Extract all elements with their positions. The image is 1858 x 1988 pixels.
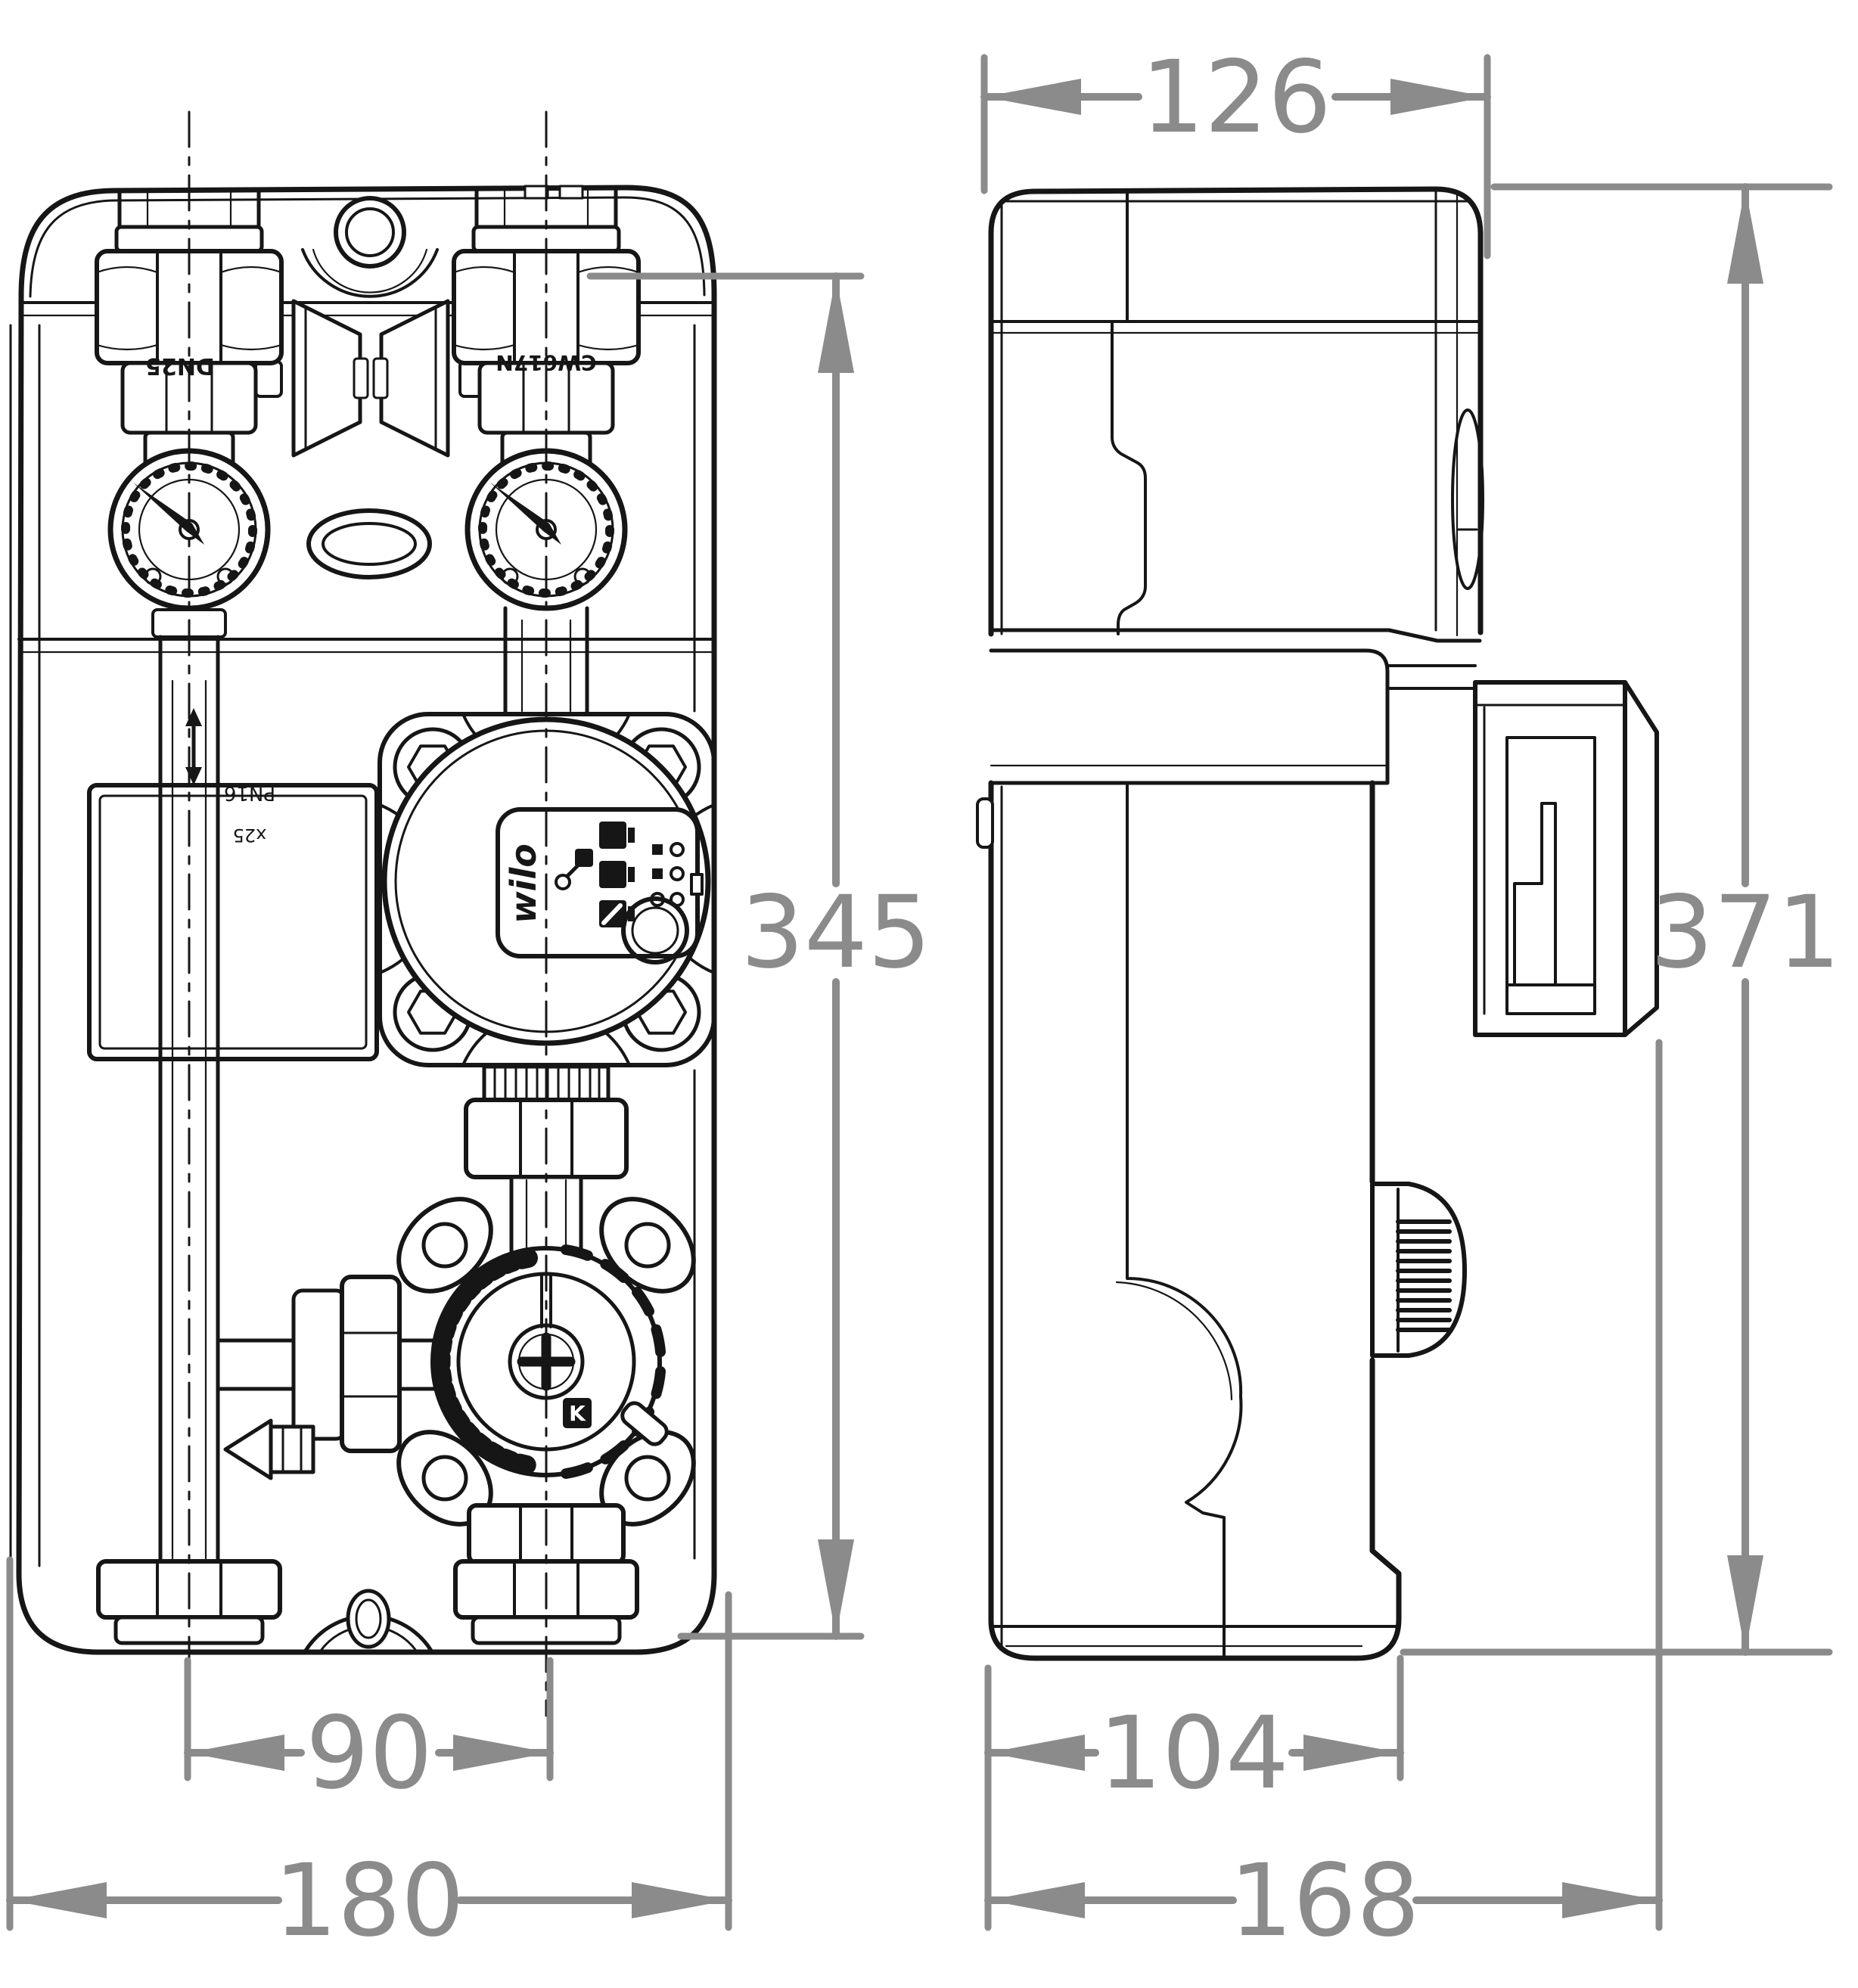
key-icon (575, 849, 593, 867)
flow-direction-icon (185, 708, 202, 785)
marking-dn25: DN25 (145, 353, 215, 379)
valve-badge-letter: K (569, 1401, 586, 1426)
side-view (976, 186, 1659, 1661)
dimension-front-width: 180 (6, 1556, 732, 1959)
mode-icon-curve (599, 822, 626, 849)
pump-button (621, 896, 689, 964)
valve-handles-icon (254, 299, 487, 458)
dim-value-126: 126 (1141, 39, 1331, 156)
front-body-outline (16, 185, 717, 1655)
dim-value-180: 180 (274, 1843, 464, 1959)
side-middle-block (989, 648, 1390, 785)
front-view: PN16 x25 wilo (9, 110, 717, 1717)
dimension-side-body-width: 104 (984, 1654, 1404, 1931)
dimensions: 126 371 345 90 180 (6, 39, 1841, 1959)
valve-brand-badge (563, 1398, 592, 1428)
dimension-front-height: 345 (586, 272, 931, 1640)
dim-value-168: 168 (1229, 1843, 1420, 1959)
pump-head-side (1473, 680, 1659, 1037)
mount-hole-bottom (346, 1589, 391, 1649)
dim-value-345: 345 (741, 874, 931, 991)
pump-control-panel: wilo (496, 807, 704, 964)
dim-value-104: 104 (1098, 1695, 1289, 1812)
dimension-side-top-width: 126 (980, 39, 1491, 259)
insulation-window (87, 783, 379, 1061)
side-top-block (988, 186, 1484, 637)
marking-x25: x25 (233, 825, 267, 846)
led-indicators (650, 842, 685, 907)
dimension-side-height: 371 (1400, 183, 1841, 1656)
marking-cw617n: CW617N (496, 350, 596, 375)
mount-hole-top (301, 196, 439, 298)
dim-value-371: 371 (1650, 874, 1841, 991)
drain-valve (223, 1418, 315, 1480)
wilo-logo-text: wilo (503, 843, 544, 924)
mode-icon-bar (599, 861, 626, 888)
oval-recess (306, 508, 432, 579)
mixing-valve: K (381, 1181, 712, 1542)
dim-value-90: 90 (306, 1695, 433, 1812)
dimension-port-spacing: 90 (184, 1657, 554, 1812)
dimension-side-depth: 168 (984, 1039, 1663, 1959)
valve-knob-side (1370, 1182, 1467, 1358)
side-lower-block (976, 780, 1402, 1661)
